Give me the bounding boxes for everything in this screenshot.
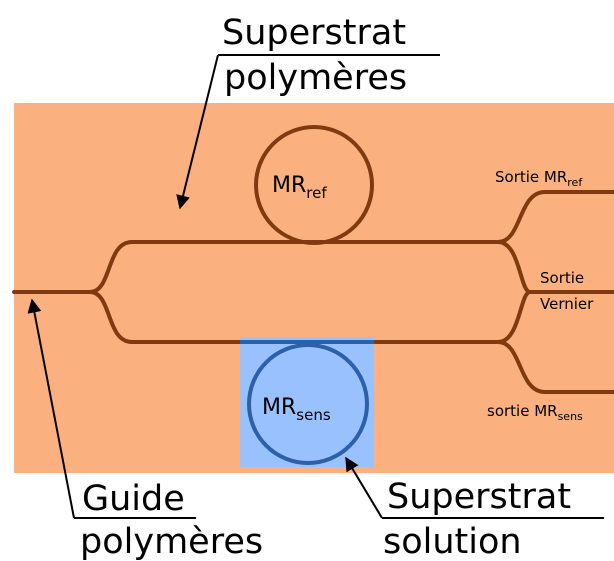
superstrat-solution-label-line1: Superstrat <box>387 477 571 517</box>
sortie-sens-label: sortie MRsens <box>487 402 583 423</box>
lower-to-center-branch <box>496 290 532 344</box>
guide-polymeres-arrow <box>27 298 75 519</box>
ring-resonator-ref <box>254 125 374 245</box>
upper-output-split <box>496 190 614 244</box>
guide-polymeres-label-line1: Guide <box>82 479 185 519</box>
lower-arm-waveguide <box>88 290 500 344</box>
superstrat-solution-label-line2: solution <box>383 522 522 561</box>
superstrat-polymeres-arrow <box>176 54 219 210</box>
waveguide-network <box>12 190 614 394</box>
sortie-vernier-label-line2: Vernier <box>540 295 594 313</box>
superstrat-polymeres-label-line1: Superstrat <box>222 13 406 53</box>
solution-superstrate-window <box>240 337 374 467</box>
mr-ref-label: MRref <box>272 173 327 202</box>
ring-resonator-sens <box>247 343 369 465</box>
sortie-ref-label: Sortie MRref <box>495 168 583 189</box>
guide-polymeres-label-line2: polymères <box>80 522 263 561</box>
upper-arm-waveguide <box>88 240 500 294</box>
upper-to-center-branch <box>496 240 532 294</box>
sortie-vernier-label-line1: Sortie <box>540 269 584 287</box>
superstrat-solution-arrow <box>345 456 383 519</box>
lower-output-split <box>496 340 614 394</box>
superstrat-polymeres-label-line2: polymères <box>224 58 407 98</box>
mr-sens-label: MRsens <box>262 395 331 424</box>
